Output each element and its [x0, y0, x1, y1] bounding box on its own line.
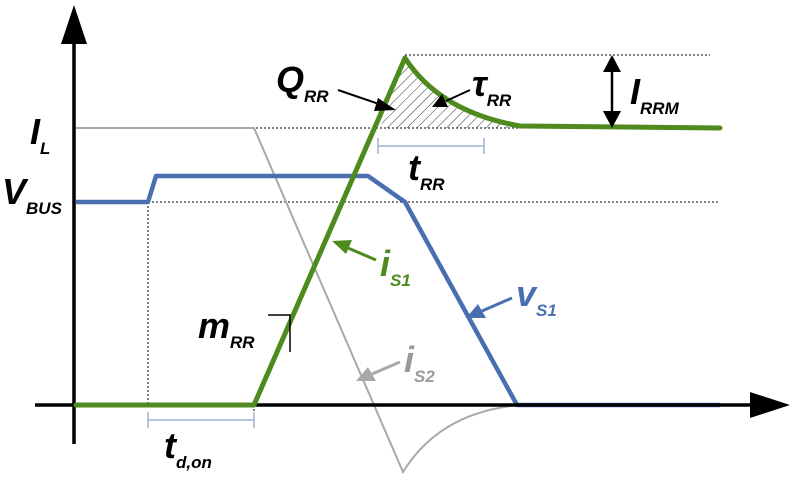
- tdon-label: td,on: [164, 425, 212, 472]
- is2-pointer-arrow: [356, 360, 401, 381]
- trr-label: tRR: [408, 147, 445, 194]
- mrr-label: mRR: [198, 305, 255, 352]
- qrr-label: QRR: [276, 59, 329, 106]
- vs1-label: vS1: [516, 273, 557, 320]
- y-axis-arrow: [61, 5, 87, 44]
- is1-label: iS1: [380, 243, 411, 290]
- irrm-label: IRRM: [630, 71, 680, 118]
- il-label: IL: [30, 111, 50, 158]
- qrr-pointer-arrow: [337, 89, 396, 111]
- mrr-slope-triangle: [268, 314, 291, 352]
- is2-waveform: [76, 127, 521, 475]
- vs1-waveform: [76, 173, 720, 408]
- vs1-pointer-arrow: [466, 296, 513, 318]
- is2-label: iS2: [404, 339, 435, 386]
- qrr-hatched-area: [380, 58, 520, 128]
- trr-bracket: [377, 138, 485, 154]
- is1-waveform: [73, 55, 723, 408]
- tau-pointer-arrow: [432, 89, 471, 107]
- tau-rr-label: τRR: [472, 63, 512, 110]
- tdon-bracket: [147, 412, 255, 428]
- is1-pointer-arrow: [332, 240, 377, 262]
- vbus-label: VBUS: [2, 171, 63, 218]
- x-axis-arrow: [750, 392, 790, 418]
- irrm-double-arrow: [603, 55, 621, 128]
